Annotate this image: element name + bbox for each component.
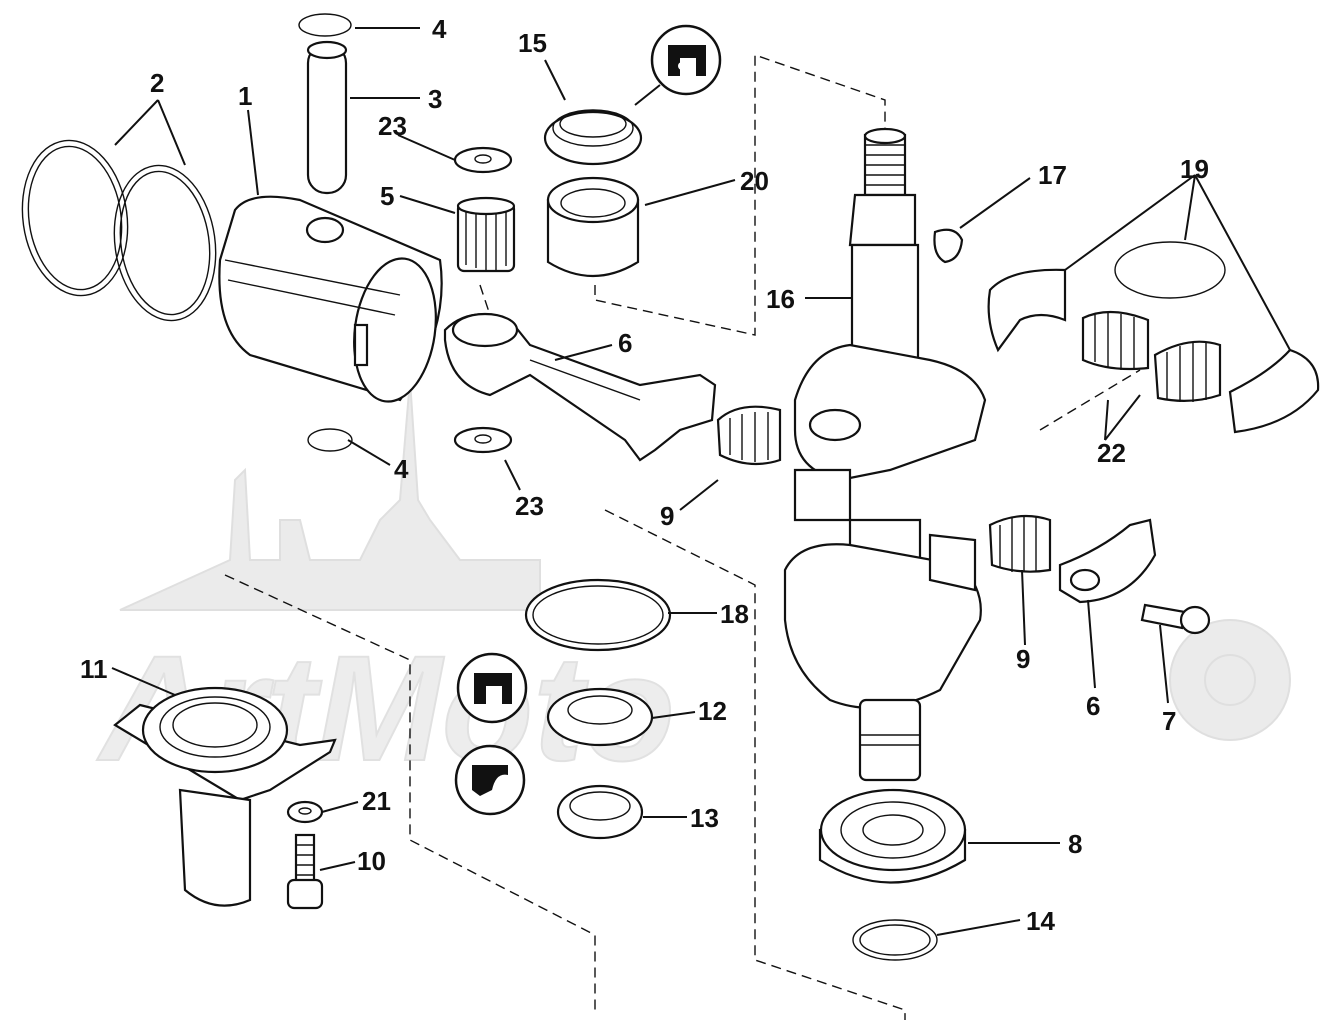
callout-10: 10 bbox=[357, 846, 386, 876]
callout-2: 2 bbox=[150, 68, 164, 98]
callout-6-rod: 6 bbox=[618, 328, 632, 358]
housing-washer bbox=[286, 800, 324, 824]
callout-3: 3 bbox=[428, 84, 442, 114]
bearing-retaining-ring bbox=[852, 919, 938, 961]
connecting-rod bbox=[443, 312, 717, 462]
o-ring bbox=[524, 578, 672, 652]
callout-9-upper: 9 bbox=[660, 501, 674, 531]
callout-11: 11 bbox=[80, 654, 108, 684]
woodruff-key bbox=[933, 228, 964, 264]
lower-bearing-housing bbox=[113, 686, 337, 907]
callout-5: 5 bbox=[380, 181, 394, 211]
sealant-badge-icon bbox=[650, 24, 722, 96]
rod-bearing-cage bbox=[716, 405, 782, 466]
rod-bearing-cage-lower bbox=[988, 514, 1052, 573]
callout-13: 13 bbox=[690, 803, 719, 833]
callout-22: 22 bbox=[1097, 438, 1126, 468]
lower-seal-large bbox=[546, 687, 654, 747]
callout-1: 1 bbox=[238, 81, 252, 111]
leader-lines bbox=[111, 27, 1291, 936]
thrust-washers bbox=[453, 146, 513, 454]
assembly-dashed-lines bbox=[224, 54, 1141, 1020]
callout-16: 16 bbox=[766, 284, 795, 314]
main-bearing-retainer bbox=[987, 241, 1320, 434]
retaining-ring-top bbox=[298, 13, 352, 37]
callout-8: 8 bbox=[1068, 829, 1082, 859]
rod-cap bbox=[1058, 518, 1157, 604]
callout-9-lower: 9 bbox=[1016, 644, 1030, 674]
callout-4-top: 4 bbox=[432, 14, 447, 44]
upper-seal bbox=[543, 109, 643, 166]
callout-15: 15 bbox=[518, 28, 547, 58]
callout-12: 12 bbox=[698, 696, 727, 726]
callout-17: 17 bbox=[1038, 160, 1067, 190]
ball-bearing bbox=[818, 788, 967, 884]
callout-7: 7 bbox=[1162, 706, 1176, 736]
sealant-badge-icon bbox=[454, 744, 526, 816]
callout-20: 20 bbox=[740, 166, 769, 196]
callout-6-cap: 6 bbox=[1086, 691, 1100, 721]
callout-labels: 1 2 3 4 4 5 6 6 7 8 9 9 10 11 12 13 14 1… bbox=[80, 14, 1209, 936]
crankshaft bbox=[783, 127, 987, 782]
piston-pin bbox=[306, 40, 348, 195]
callout-14: 14 bbox=[1026, 906, 1055, 936]
callout-21: 21 bbox=[362, 786, 391, 816]
rod-cap-screw bbox=[1140, 603, 1211, 635]
main-needle-bearings bbox=[1081, 310, 1222, 402]
callout-23-top: 23 bbox=[378, 111, 407, 141]
sealant-badge-icon bbox=[456, 652, 528, 724]
wrist-pin-bearing bbox=[456, 196, 516, 273]
lower-seal-small bbox=[556, 784, 644, 840]
housing-screw bbox=[286, 833, 324, 910]
callout-4-bottom: 4 bbox=[394, 454, 409, 484]
callout-19: 19 bbox=[1180, 154, 1209, 184]
piston-rings bbox=[21, 139, 217, 322]
piston bbox=[218, 195, 443, 403]
retaining-ring-bottom bbox=[307, 428, 353, 452]
callout-18: 18 bbox=[720, 599, 749, 629]
callout-23-bottom: 23 bbox=[515, 491, 544, 521]
upper-bearing-sleeve bbox=[546, 176, 640, 277]
